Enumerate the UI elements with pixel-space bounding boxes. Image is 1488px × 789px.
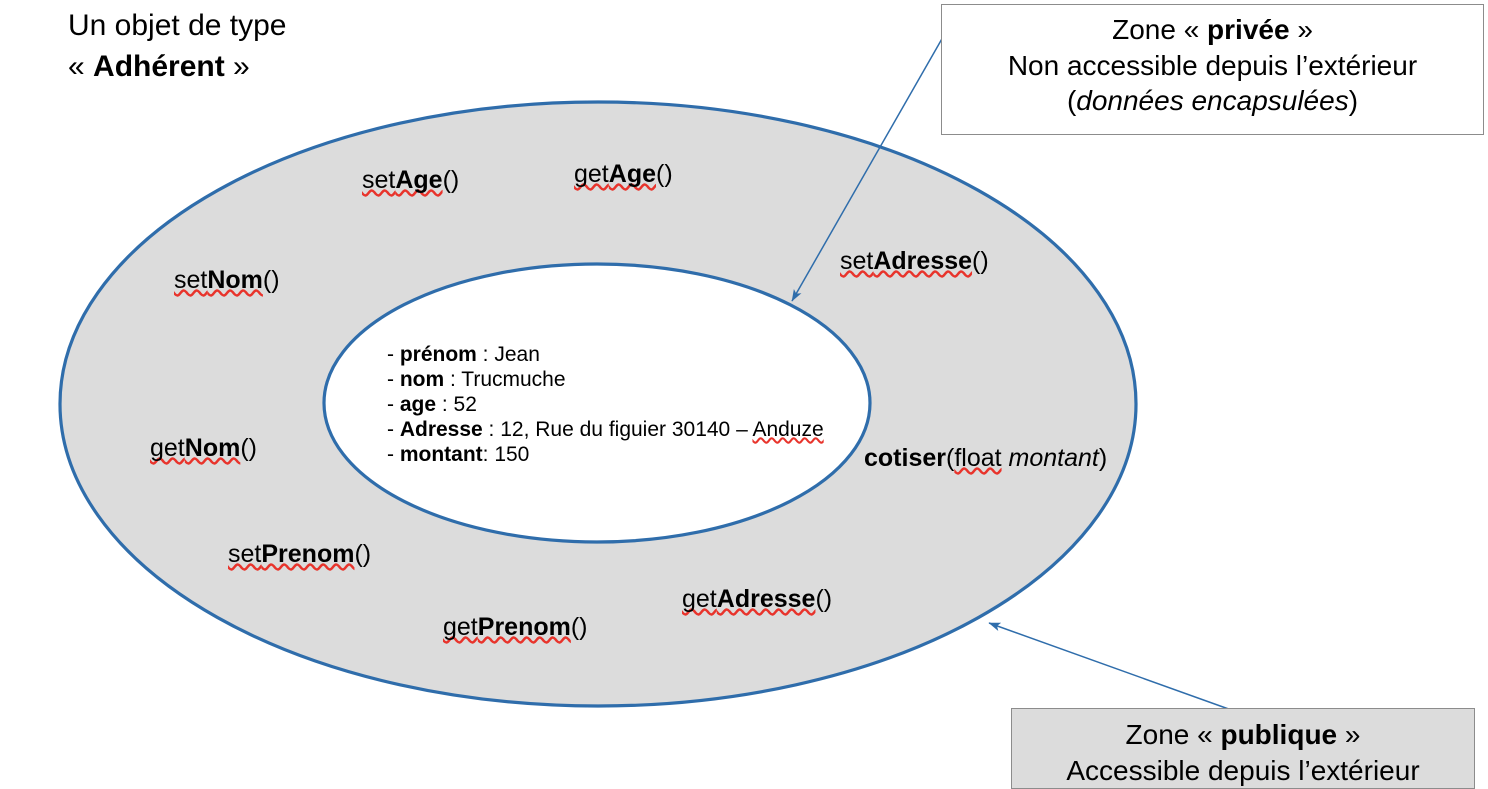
method-set-age-core: Age <box>395 166 443 194</box>
method-get-prenom-prefix: get <box>443 613 478 641</box>
attribute-value: Trucmuche <box>461 367 566 391</box>
callout-private-line-3: (données encapsulées) <box>942 83 1483 119</box>
method-get-adresse-core: Adresse <box>716 585 816 613</box>
callout-public-zone-word: Zone « <box>1125 719 1221 750</box>
method-get-adresse: getAdresse() <box>682 585 832 615</box>
attribute-key: montant <box>399 442 483 466</box>
method-get-prenom: getPrenom() <box>443 613 588 643</box>
method-set-adresse-prefix: set <box>840 247 874 275</box>
callout-private-paren-open: ( <box>1066 85 1077 117</box>
private-attribute-row: - montant: 150 <box>387 443 824 468</box>
method-get-adresse-prefix: get <box>682 585 717 613</box>
callout-private-paren-close: ) <box>1348 85 1359 117</box>
method-set-adresse: setAdresse() <box>840 247 989 277</box>
callout-private-note: données encapsulées <box>1076 85 1349 117</box>
attribute-dash: - <box>387 367 400 391</box>
method-set-adresse-parens: () <box>972 247 989 275</box>
callout-private-line-1: Zone « privée » <box>942 12 1483 48</box>
method-get-age-parens: () <box>656 160 673 188</box>
attribute-value: 12, Rue du figuier 30140 – <box>500 417 753 441</box>
private-attribute-row: - prénom : Jean <box>387 343 824 368</box>
callout-public-line-2: Accessible depuis l’extérieur <box>1066 754 1420 786</box>
callout-private-zone-word: Zone « <box>1112 14 1208 45</box>
attribute-key: age <box>399 392 437 416</box>
attribute-dash: - <box>387 343 400 366</box>
method-get-prenom-parens: () <box>570 613 588 641</box>
method-set-nom-parens: () <box>262 266 280 294</box>
attribute-value: Jean <box>494 343 540 366</box>
method-get-adresse-parens: () <box>815 585 833 613</box>
cotiser-name: cotiser <box>864 444 946 472</box>
cotiser-space <box>1002 444 1009 472</box>
callout-public-zone: Zone « publique » Accessible depuis l’ex… <box>1011 708 1475 789</box>
method-get-nom-core: Nom <box>184 434 241 462</box>
attribute-key: Adresse <box>399 417 483 441</box>
method-set-nom: setNom() <box>174 266 280 296</box>
private-attribute-row: - Adresse : 12, Rue du figuier 30140 – A… <box>387 418 824 443</box>
attribute-key: prénom <box>399 343 477 366</box>
method-get-prenom-core: Prenom <box>477 613 571 641</box>
private-zone-ellipse <box>322 262 872 544</box>
private-attribute-row: - nom : Trucmuche <box>387 368 824 393</box>
attribute-key: nom <box>399 367 445 391</box>
method-set-prenom: setPrenom() <box>228 540 371 570</box>
title-type-name: Adhérent <box>93 49 225 83</box>
title-quote-open: « <box>68 49 94 83</box>
method-set-prenom-core: Prenom <box>261 540 355 568</box>
attribute-dash: - <box>387 442 400 466</box>
method-set-prenom-prefix: set <box>228 540 262 568</box>
title-line-2: « Adhérent » <box>68 47 286 88</box>
callout-public-keyword: publique <box>1220 719 1338 750</box>
attribute-value: 52 <box>453 392 477 416</box>
attribute-separator: : <box>476 343 495 366</box>
cotiser-param-type: float <box>954 444 1002 472</box>
private-attributes-list: - prénom : Jean- nom : Trucmuche- age : … <box>387 343 824 468</box>
callout-public-line-1: Zone « publique » <box>1012 717 1474 753</box>
private-attribute-row: - age : 52 <box>387 393 824 418</box>
attribute-separator: : <box>482 442 495 466</box>
cotiser-open-paren: ( <box>945 444 955 472</box>
method-get-nom-parens: () <box>240 434 257 462</box>
method-set-prenom-parens: () <box>354 540 372 568</box>
cotiser-close-paren: ) <box>1098 444 1108 472</box>
method-get-age: getAge() <box>574 160 673 190</box>
title-line-1: Un objet de type <box>68 9 287 42</box>
callout-public-quote-close: » <box>1337 719 1361 750</box>
method-get-age-core: Age <box>608 160 656 188</box>
callout-private-zone: Zone « privée » Non accessible depuis l’… <box>941 4 1484 135</box>
method-set-nom-core: Nom <box>207 266 263 294</box>
public-callout-arrow <box>988 622 1238 713</box>
method-set-age: setAge() <box>362 166 459 196</box>
attribute-separator: : <box>436 392 454 416</box>
attribute-value-misspelled: Anduze <box>752 417 824 441</box>
method-get-nom: getNom() <box>150 434 257 464</box>
method-get-age-prefix: get <box>574 160 609 188</box>
method-get-nom-prefix: get <box>150 434 185 462</box>
attribute-dash: - <box>387 417 400 441</box>
callout-private-line-2: Non accessible depuis l’extérieur <box>1007 49 1418 81</box>
method-set-age-prefix: set <box>362 166 396 194</box>
method-set-age-parens: () <box>442 166 460 194</box>
method-set-nom-prefix: set <box>174 266 208 294</box>
attribute-separator: : <box>482 417 501 441</box>
page-title: Un objet de type « Adhérent » <box>68 6 286 87</box>
title-quote-close: » <box>224 49 250 83</box>
attribute-value: 150 <box>494 442 530 466</box>
attribute-separator: : <box>444 367 462 391</box>
private-callout-arrow <box>791 29 948 302</box>
cotiser-param-name: montant <box>1008 444 1099 472</box>
method-cotiser: cotiser(float montant) <box>864 444 1107 474</box>
callout-private-keyword: privée <box>1207 14 1290 45</box>
attribute-dash: - <box>387 392 400 416</box>
method-set-adresse-core: Adresse <box>873 247 973 275</box>
callout-private-quote-close: » <box>1289 14 1313 45</box>
